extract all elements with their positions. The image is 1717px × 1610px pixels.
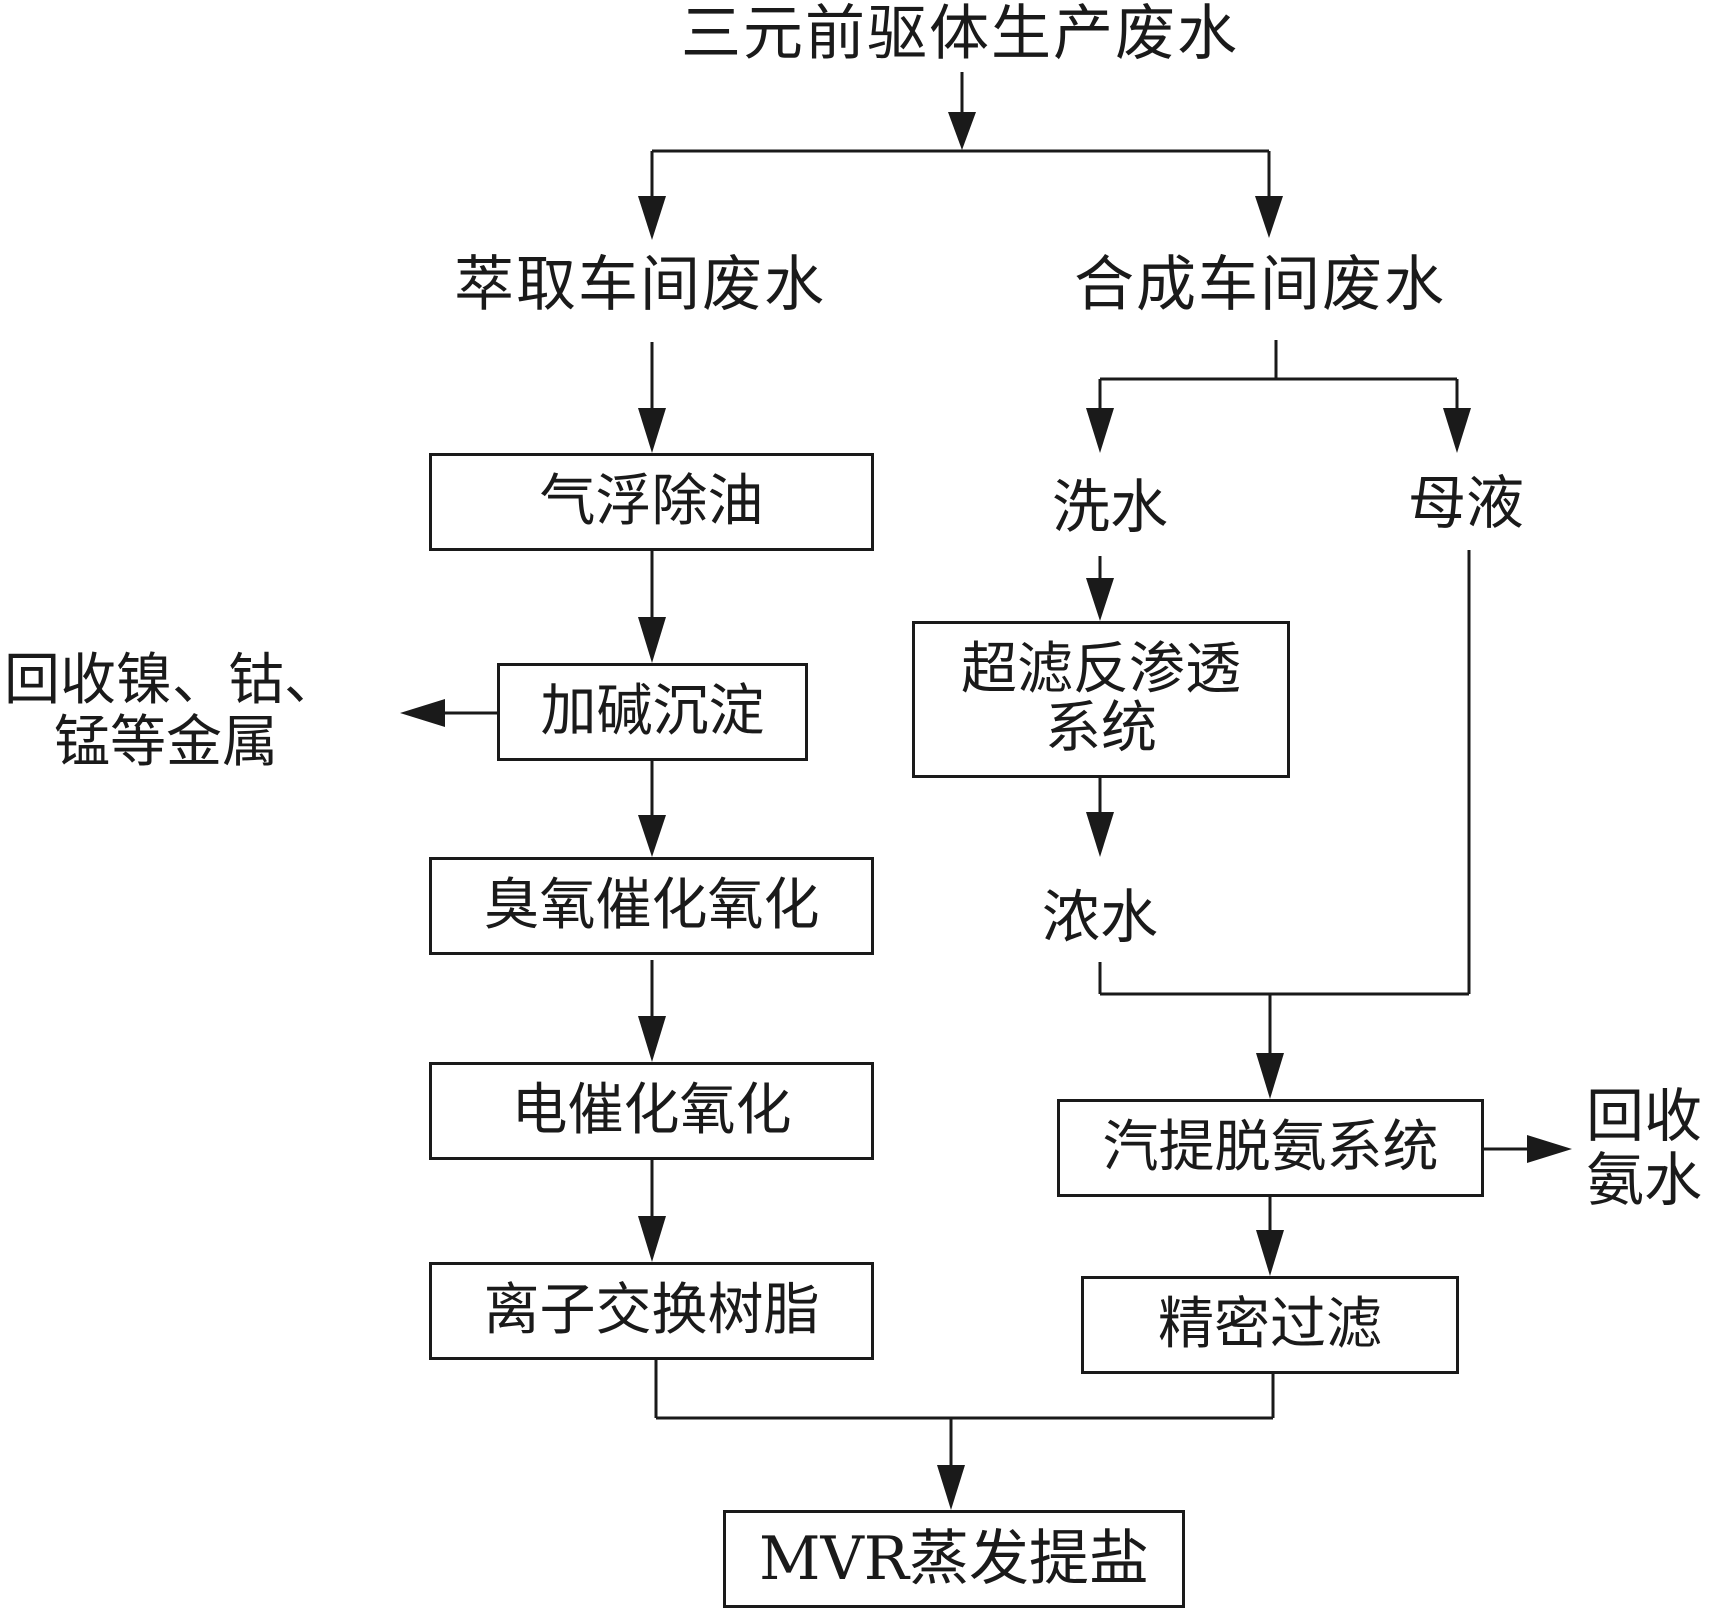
step-mvr-evaporation: MVR蒸发提盐 bbox=[723, 1510, 1185, 1608]
mother-liquor-label: 母液 bbox=[1407, 469, 1524, 537]
arrowhead-icon bbox=[400, 699, 445, 727]
arrowhead-icon bbox=[1256, 1053, 1284, 1099]
diagram-title: 三元前驱体生产废水 bbox=[681, 0, 1239, 69]
arrowhead-icon bbox=[638, 1016, 666, 1062]
concentrate-label: 浓水 bbox=[1041, 883, 1158, 951]
arrowhead-icon bbox=[1086, 812, 1114, 857]
arrowhead-icon bbox=[638, 196, 666, 240]
arrowhead-icon bbox=[638, 617, 666, 663]
arrowhead-icon bbox=[1256, 1230, 1284, 1276]
step-label: 精密过滤 bbox=[1158, 1291, 1382, 1357]
metal-recovery-line2: 锰等金属 bbox=[54, 710, 278, 775]
step-precision-filtration: 精密过滤 bbox=[1081, 1276, 1459, 1374]
step-label: 加碱沉淀 bbox=[540, 678, 765, 744]
arrowhead-icon bbox=[638, 1216, 666, 1262]
extraction-wastewater-label: 萃取车间废水 bbox=[454, 250, 826, 320]
metal-recovery-label: 回收镍、钴、 锰等金属 bbox=[4, 650, 374, 774]
step-ozone-catalytic-oxidation: 臭氧催化氧化 bbox=[429, 857, 874, 955]
step-label-line2: 系统 bbox=[1045, 695, 1157, 761]
step-air-flotation: 气浮除油 bbox=[429, 453, 874, 551]
arrowhead-icon bbox=[638, 815, 666, 857]
arrowhead-icon bbox=[1086, 408, 1114, 453]
arrowhead-icon bbox=[1443, 408, 1471, 453]
wash-water-label: 洗水 bbox=[1051, 473, 1168, 541]
step-label: 臭氧催化氧化 bbox=[483, 872, 820, 938]
step-label: 电催化氧化 bbox=[511, 1077, 792, 1143]
step-label: 离子交换树脂 bbox=[483, 1277, 820, 1343]
ammonia-recovery-line2: 氨水 bbox=[1586, 1146, 1703, 1214]
step-alkali-precipitation: 加碱沉淀 bbox=[497, 663, 808, 761]
arrowhead-icon bbox=[1255, 196, 1283, 238]
arrowhead-icon bbox=[638, 408, 666, 453]
arrowhead-icon bbox=[1086, 578, 1114, 621]
synthesis-wastewater-label: 合成车间废水 bbox=[1074, 250, 1446, 320]
step-ammonia-stripping: 汽提脱氨系统 bbox=[1057, 1099, 1484, 1197]
step-ultrafiltration-ro: 超滤反渗透 系统 bbox=[912, 621, 1290, 778]
metal-recovery-line1: 回收镍、钴、 bbox=[4, 648, 340, 713]
step-ion-exchange-resin: 离子交换树脂 bbox=[429, 1262, 874, 1360]
step-label: MVR蒸发提盐 bbox=[759, 1523, 1149, 1594]
step-label: 气浮除油 bbox=[539, 468, 764, 534]
arrowhead-icon bbox=[948, 112, 976, 150]
step-electrocatalytic-oxidation: 电催化氧化 bbox=[429, 1062, 874, 1160]
step-label-line1: 超滤反渗透 bbox=[961, 636, 1241, 702]
ammonia-recovery-line1: 回收 bbox=[1586, 1082, 1703, 1150]
arrowhead-icon bbox=[937, 1465, 965, 1510]
ammonia-recovery-label: 回收 氨水 bbox=[1586, 1084, 1717, 1212]
step-label: 汽提脱氨系统 bbox=[1102, 1114, 1439, 1180]
arrowhead-icon bbox=[1527, 1135, 1572, 1163]
